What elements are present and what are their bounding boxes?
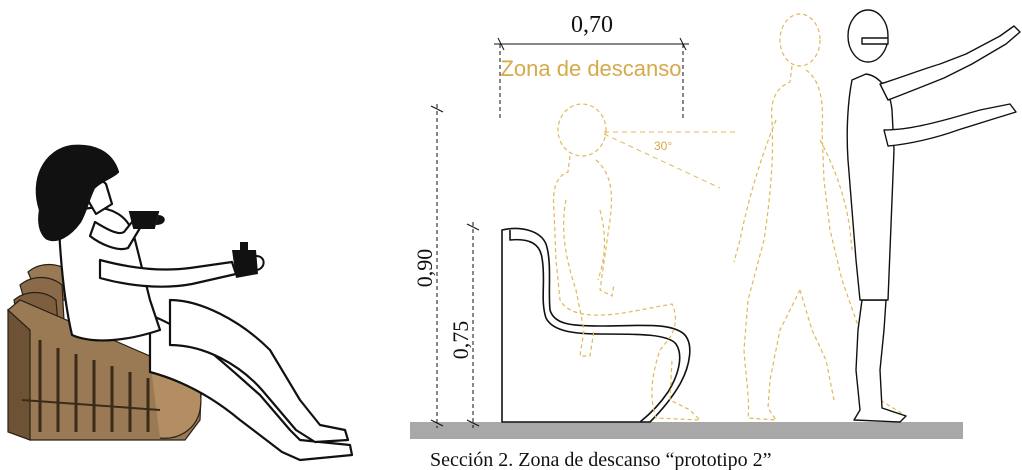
height-total-label: 0,90 xyxy=(412,249,437,288)
floor-slab xyxy=(410,422,963,439)
angle-label: 30° xyxy=(654,139,672,153)
standing-figure xyxy=(846,9,1021,423)
teapot-icon xyxy=(232,242,265,278)
cup-icon xyxy=(128,211,165,229)
width-dimension xyxy=(494,37,689,120)
seated-woman-icon xyxy=(35,144,354,462)
left-illustration xyxy=(7,144,354,462)
height-total-dimension xyxy=(430,104,444,428)
width-label: 0,70 xyxy=(571,12,613,38)
zone-label: Zona de descanso xyxy=(500,56,681,81)
seated-ghost-figure xyxy=(552,103,702,421)
height-seat-label: 0,75 xyxy=(448,321,473,360)
walking-ghost-figure xyxy=(733,13,908,421)
section-drawing: 0,70 Zona de descanso 0,90 0,75 xyxy=(410,9,1021,470)
sight-angle xyxy=(603,131,735,189)
height-seat-dimension xyxy=(466,222,480,428)
chair-profile xyxy=(501,227,691,423)
figure-caption: Sección 2. Zona de descanso “prototipo 2… xyxy=(430,449,772,470)
